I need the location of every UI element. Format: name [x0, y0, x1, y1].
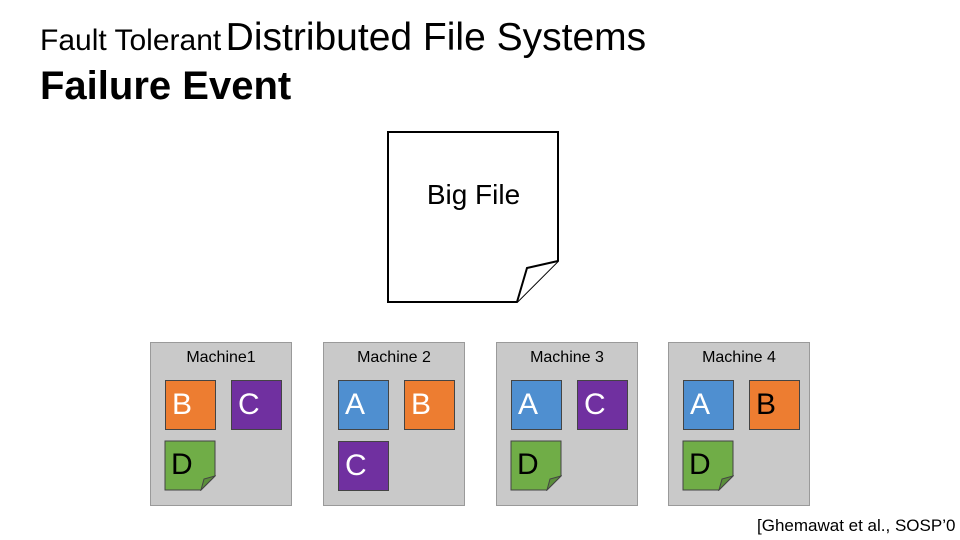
chunk-B: B [165, 380, 216, 430]
machine-3: Machine 3 A C D [496, 342, 638, 506]
chunk-C: C [577, 380, 628, 430]
chunk-A: A [683, 380, 734, 430]
folded-chunk-shape [682, 440, 734, 491]
chunk-A: A [511, 380, 562, 430]
chunk-B: B [404, 380, 455, 430]
machine-label: Machine 4 [702, 349, 776, 366]
big-file: Big File [387, 131, 560, 303]
big-file-label: Big File [426, 179, 521, 210]
citation: [Ghemawat et al., SOSP’0 [757, 516, 956, 535]
chunk-D: D [510, 440, 562, 491]
slide-subtitle: Failure Event [40, 64, 292, 108]
file-page-icon [387, 131, 559, 303]
machine-1: Machine1 B C D [150, 342, 292, 506]
machine-label: Machine 2 [357, 349, 431, 366]
machine-label: Machine 3 [530, 349, 604, 366]
chunk-A: A [338, 380, 389, 430]
chunk-D: D [682, 440, 734, 491]
chunk-D: D [164, 440, 216, 491]
title-part-2: Distributed File Systems [225, 16, 647, 59]
folded-chunk-shape [510, 440, 562, 491]
machine-2: Machine 2 A B C [323, 342, 465, 506]
folded-chunk-shape [164, 440, 216, 491]
title-part-1: Fault Tolerant [40, 24, 222, 57]
machine-4: Machine 4 A B D [668, 342, 810, 506]
chunk-C: C [338, 441, 389, 491]
slide-title: Fault Tolerant Distributed File Systems [40, 16, 646, 60]
chunk-B: B [749, 380, 800, 430]
chunk-C: C [231, 380, 282, 430]
machine-label: Machine1 [186, 349, 256, 366]
